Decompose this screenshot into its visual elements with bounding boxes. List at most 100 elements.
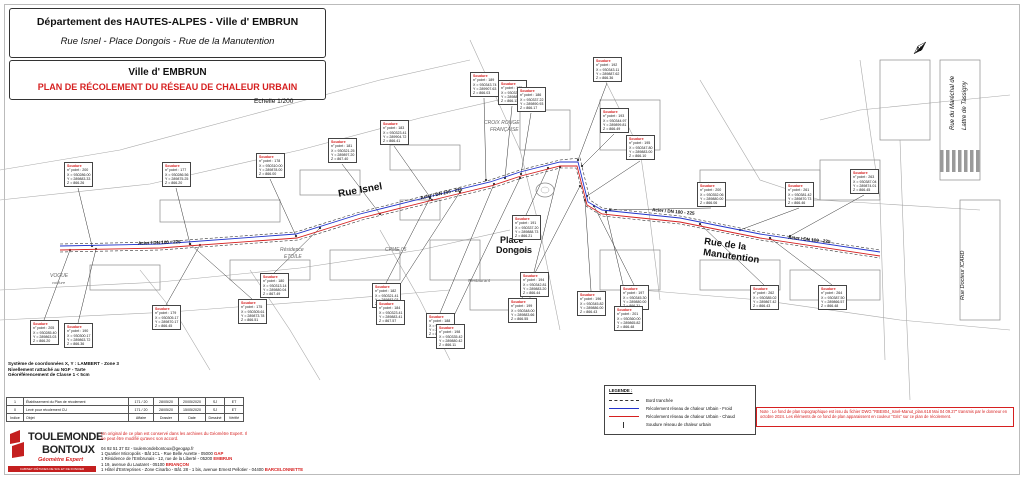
coordinate-system-info: Système de coordonnées X, Y : LAMBERT - … bbox=[8, 361, 119, 378]
leader-line bbox=[699, 223, 765, 286]
callout-line: Y = 289866.57 bbox=[821, 299, 845, 304]
weld-point bbox=[458, 190, 462, 194]
contact-city: EMBRUN bbox=[213, 456, 233, 462]
north-arrow-icon: N bbox=[913, 41, 927, 55]
callout-line: Z = 866.03 bbox=[473, 91, 491, 96]
legend-swatch bbox=[623, 422, 624, 428]
callout-line: Z = 866.55 bbox=[511, 317, 529, 322]
callout-line: Y = 289880.00 bbox=[623, 299, 647, 304]
callout-line: Z = 866.36 bbox=[596, 76, 614, 81]
street-label: Rue Docteur ICARD bbox=[960, 250, 966, 300]
callout-line: X = 930337.22 bbox=[520, 97, 544, 102]
callout-line: n° point : 179 bbox=[155, 311, 177, 316]
revision-cell: 28/05/20 bbox=[153, 397, 179, 406]
callout-title: Soudure bbox=[263, 275, 278, 279]
street-label: CROIX ROUGE bbox=[484, 120, 520, 126]
crosswalk-stripe bbox=[952, 150, 956, 172]
crosswalk-stripe bbox=[946, 150, 950, 172]
callout-line: n° point : 263 bbox=[853, 175, 875, 180]
callout-line: Y = 289875.25 bbox=[165, 176, 189, 181]
callout-line: X = 930286.00 bbox=[67, 172, 91, 177]
callout-title: Soudure bbox=[629, 137, 644, 141]
callout-line: n° point : 262 bbox=[753, 291, 775, 296]
callout-line: n° point : 200 bbox=[700, 188, 722, 193]
callout-title: Soudure bbox=[439, 326, 454, 330]
callout-line: Z = 866.36 bbox=[67, 342, 85, 347]
contact-city: BARCELONNETTE bbox=[264, 466, 304, 472]
leader-line bbox=[43, 249, 71, 321]
callout-line: Z = 866.20 bbox=[165, 181, 183, 186]
revision-cell: Affaire bbox=[128, 413, 154, 422]
callout-title: Soudure bbox=[67, 164, 82, 168]
building-outline bbox=[599, 249, 661, 291]
leader-line bbox=[525, 167, 549, 216]
callout-title: Soudure bbox=[623, 287, 638, 291]
callout-line: X = 930321.25 bbox=[331, 148, 355, 153]
callout-line: Y = 289899.81 bbox=[603, 122, 627, 127]
callout-line: Z = 866.46 bbox=[788, 201, 806, 206]
callout-line: n° point : 191 bbox=[515, 221, 537, 226]
building-outline bbox=[879, 59, 931, 141]
leader-line bbox=[789, 194, 865, 237]
callout-line: X = 930305.17 bbox=[155, 315, 179, 320]
callout-line: X = 930385.02 bbox=[753, 295, 777, 300]
leader-line bbox=[577, 82, 608, 161]
contact-line: 1 19, avenue du Lautaret - 05100 BRIANÇO… bbox=[101, 462, 361, 467]
leader-line bbox=[189, 243, 253, 300]
fond-line bbox=[819, 94, 1011, 121]
callout-line: X = 930321.41 bbox=[375, 293, 399, 298]
callout-line: X = 930387.04 bbox=[853, 179, 877, 184]
company-logo: TOULEMONDE BONTOUX Géomètre Expert CABIN… bbox=[8, 430, 103, 472]
callout-line: Y = 289880.00 bbox=[700, 196, 724, 201]
building-outline bbox=[399, 199, 441, 221]
callout-title: Soudure bbox=[383, 122, 398, 126]
weld-point bbox=[188, 242, 192, 246]
street-label: Rue du Maréchal de bbox=[950, 75, 956, 130]
plan-title: PLAN DE RÉCOLEMENT DU RÉSEAU DE CHALEUR … bbox=[37, 82, 298, 92]
coords-line: Géoréférencement de Classe 1 < 5cm bbox=[8, 372, 90, 378]
leader-line bbox=[769, 237, 833, 286]
building-outline bbox=[519, 109, 571, 151]
callout-title: Soudure bbox=[520, 89, 535, 93]
pipe-hot bbox=[59, 165, 881, 257]
revision-cell: SJ bbox=[205, 405, 225, 414]
callout-line: n° point : 201 bbox=[617, 312, 639, 317]
company-name-1: TOULEMONDE bbox=[28, 431, 104, 443]
leader-line bbox=[439, 183, 495, 314]
callout-line: Z = 866.44 bbox=[523, 291, 541, 296]
callout-line: Y = 289897.20 bbox=[331, 152, 355, 157]
callout-line: Z = 866.26 bbox=[67, 181, 85, 186]
callout-line: n° point : 184 bbox=[379, 306, 401, 311]
callout-line: X = 930343.11 bbox=[596, 67, 620, 72]
leader-line bbox=[609, 207, 712, 211]
leader-line bbox=[385, 197, 431, 284]
street-label: ETOILE bbox=[284, 254, 302, 260]
weld-point bbox=[484, 178, 488, 182]
revision-cell: SJ bbox=[205, 397, 225, 406]
callout-title: Soudure bbox=[853, 171, 868, 175]
callout-line: Y = 289882.22 bbox=[501, 94, 525, 99]
revision-cell: Indice bbox=[6, 413, 24, 422]
weld-point bbox=[698, 222, 702, 226]
callout-line: X = 930342.81 bbox=[523, 282, 547, 287]
callout-title: Soudure bbox=[375, 285, 390, 289]
title-block: Département des HAUTES-ALPES - Ville d' … bbox=[9, 8, 326, 58]
callout-title: Soudure bbox=[67, 325, 82, 329]
callout-line: X = 930313.14 bbox=[263, 283, 287, 288]
callout-line: n° point : 178 bbox=[259, 159, 281, 164]
callout-line: n° point : 196 bbox=[580, 297, 602, 302]
leader-line bbox=[504, 105, 513, 179]
leader-line bbox=[389, 191, 461, 301]
callout-line: X = 930344.97 bbox=[603, 118, 627, 123]
callout-line: Y = 289890.93 bbox=[520, 101, 544, 106]
callout-title: Soudure bbox=[603, 110, 618, 114]
